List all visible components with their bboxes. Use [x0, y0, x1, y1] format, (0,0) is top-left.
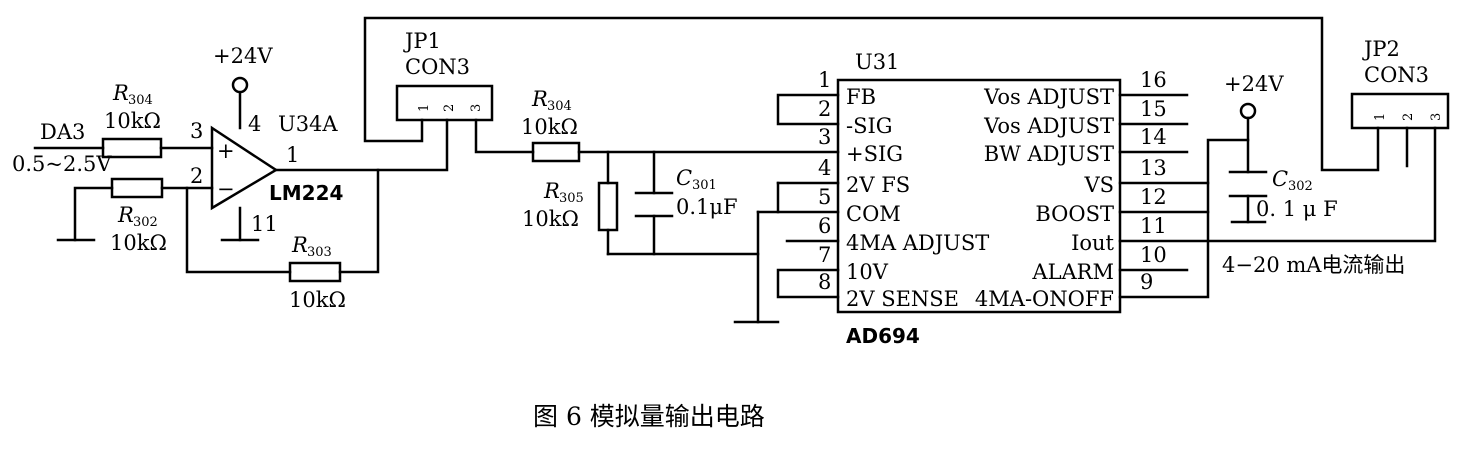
- u31-ref: U31: [855, 50, 899, 74]
- jp1-part: CON3: [405, 55, 470, 79]
- ic-right-pins: 16 Vos ADJUST 15 Vos ADJUST 14 BW ADJUST…: [975, 68, 1167, 311]
- op-ref: U34A: [278, 112, 338, 136]
- pin-name-alarm: ALARM: [1031, 260, 1114, 284]
- label-da3: DA3: [40, 120, 85, 144]
- output-current-label: 4−20 mA电流输出: [1222, 253, 1405, 277]
- pin-name-pos-sig: +SIG: [846, 142, 903, 166]
- op-pin-gnd: 11: [251, 212, 278, 236]
- pin-name-iout: Iout: [1071, 231, 1114, 255]
- pin-name-neg-sig: -SIG: [846, 114, 893, 138]
- pin-name-boost: BOOST: [1035, 202, 1114, 226]
- pin-num-7: 7: [818, 243, 831, 267]
- c302-sub: 302: [1288, 179, 1313, 194]
- r305-value: 10kΩ: [522, 207, 579, 231]
- op-plus-sign: +: [217, 139, 235, 163]
- pin-num-11: 11: [1140, 214, 1167, 238]
- c301-letter: C: [676, 166, 692, 190]
- figure-caption: 图 6 模拟量输出电路: [533, 402, 765, 431]
- pin-num-12: 12: [1140, 185, 1167, 209]
- resistor-r305: [597, 181, 619, 232]
- pin-name-com: COM: [846, 202, 901, 226]
- power-terminal-right: [1239, 102, 1257, 120]
- op-pin-out: 1: [286, 143, 299, 167]
- pin-name-2v-sense: 2V SENSE: [846, 287, 959, 311]
- jp1-ref: JP1: [403, 29, 441, 53]
- pin-num-8: 8: [818, 270, 831, 294]
- c302-letter: C: [1272, 167, 1288, 191]
- capacitor-c302: [1228, 170, 1268, 198]
- ic-ad694-body: [836, 78, 1122, 314]
- pin-num-14: 14: [1140, 125, 1167, 149]
- pin-num-3: 3: [818, 125, 831, 149]
- op-amp-symbol: [210, 125, 279, 211]
- pin-name-vos-adjust-16: Vos ADJUST: [983, 85, 1114, 109]
- r305-sub: 305: [559, 191, 584, 206]
- jp2-pin-2: 2: [1401, 113, 1416, 121]
- r302-value: 10kΩ: [110, 231, 167, 255]
- jp1-pin-2: 2: [442, 104, 457, 112]
- r303-letter: R: [291, 233, 308, 257]
- pin-num-4: 4: [818, 156, 831, 180]
- pin-name-4ma-adjust: 4MA ADJUST: [846, 231, 989, 255]
- c302-value: 0. 1 μ F: [1256, 197, 1338, 221]
- resistor-r304-left: [101, 137, 163, 159]
- jp2-pin-3: 3: [1429, 113, 1444, 121]
- pin-name-2v-fs: 2V FS: [846, 173, 910, 197]
- r304-left-letter: R: [112, 81, 129, 105]
- resistor-r303: [288, 261, 342, 283]
- r304-mid-sub: 304: [547, 99, 572, 114]
- c301-sub: 301: [692, 178, 717, 193]
- r304-left-value: 10kΩ: [104, 109, 161, 133]
- pin-num-15: 15: [1140, 97, 1167, 121]
- pin-num-9: 9: [1140, 270, 1153, 294]
- r304-mid-letter: R: [531, 87, 548, 111]
- power-terminal-left: [231, 76, 249, 94]
- op-pin-noninv: 3: [190, 119, 203, 143]
- resistor-r304-mid: [531, 141, 581, 163]
- jp2-part: CON3: [1364, 63, 1429, 87]
- pin-name-10v: 10V: [846, 260, 889, 284]
- pin-name-vos-adjust-15: Vos ADJUST: [983, 114, 1114, 138]
- c301-value: 0.1μF: [676, 195, 738, 219]
- pin-name-4ma-onoff: 4MA-ONOFF: [975, 287, 1114, 311]
- label-plus24-left: +24V: [213, 44, 273, 68]
- jp1-pin-1: 1: [417, 104, 432, 112]
- op-minus-sign: −: [217, 177, 235, 201]
- pin-num-16: 16: [1140, 68, 1167, 92]
- r304-mid-value: 10kΩ: [521, 115, 578, 139]
- connector-jp1: [395, 84, 494, 122]
- pin-name-vs: VS: [1083, 173, 1114, 197]
- pin-name-bw-adjust: BW ADJUST: [984, 142, 1114, 166]
- r303-sub: 303: [307, 245, 332, 260]
- r302-sub: 302: [133, 215, 158, 230]
- op-pin-inv: 2: [190, 164, 203, 188]
- pin-name-fb: FB: [846, 85, 876, 109]
- label-plus24-right: +24V: [1224, 72, 1284, 96]
- u31-part: AD694: [846, 324, 920, 348]
- op-pin-vcc: 4: [248, 112, 261, 136]
- jp2-ref: JP2: [1362, 37, 1400, 61]
- ic-left-pins: 1 FB 2 -SIG 3 +SIG 4 2V FS 5 COM 6 4MA A…: [818, 68, 989, 311]
- r305-letter: R: [543, 179, 560, 203]
- capacitor-c301: [634, 191, 674, 218]
- jp2-pin-1: 1: [1373, 113, 1388, 121]
- pin-num-6: 6: [818, 214, 831, 238]
- r304-left-sub: 304: [128, 93, 153, 108]
- r303-value: 10kΩ: [289, 288, 346, 312]
- jp1-pin-3: 3: [469, 104, 484, 112]
- op-part: LM224: [269, 181, 343, 205]
- pin-num-5: 5: [818, 185, 831, 209]
- pin-num-10: 10: [1140, 243, 1167, 267]
- label-input-range: 0.5~2.5V: [12, 152, 112, 176]
- pin-num-1: 1: [818, 68, 831, 92]
- pin-num-2: 2: [818, 97, 831, 121]
- connector-jp2: [1350, 92, 1450, 130]
- pin-num-13: 13: [1140, 156, 1167, 180]
- resistor-r302: [110, 177, 164, 199]
- r302-letter: R: [117, 203, 134, 227]
- wiring: [33, 16, 1437, 324]
